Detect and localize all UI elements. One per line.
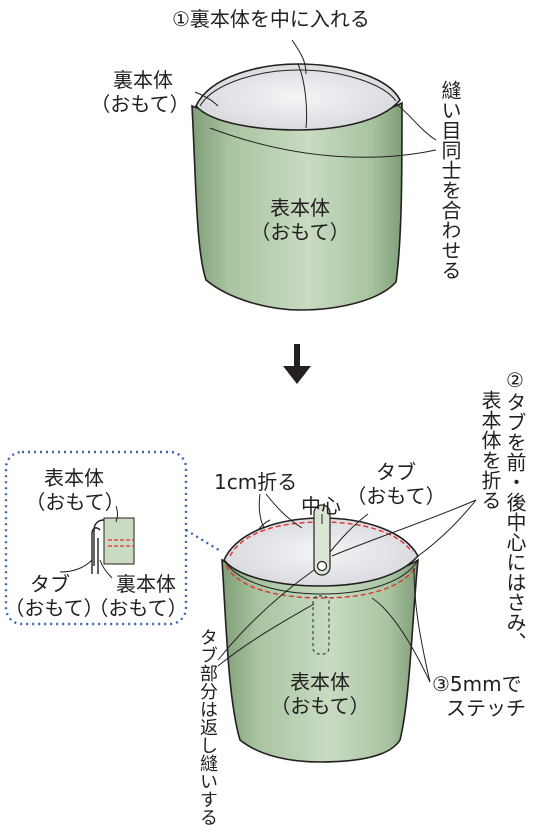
detail-box xyxy=(4,450,188,626)
bottom-outer-label-1: 表本体 xyxy=(290,670,350,694)
tab-snap xyxy=(316,560,328,572)
detail-inner-label-1: 裏本体 xyxy=(116,572,176,596)
leader-fold-b xyxy=(265,493,303,529)
top-inner-label-1: 裏本体 xyxy=(113,68,173,92)
bottom-bag-outer-body xyxy=(221,558,419,763)
tab-hidden-front xyxy=(312,595,330,655)
leader-stitch-a xyxy=(371,597,431,683)
leader-backstitch-b xyxy=(217,603,315,667)
center-label: 中心 xyxy=(301,494,341,518)
step1-label: ①裏本体を中に入れる xyxy=(172,7,370,31)
bottom-bag-fold-band xyxy=(223,559,419,595)
detail-leader-outer xyxy=(115,505,118,523)
detail-outer-label-2: （おもて） xyxy=(25,490,125,514)
top-outer-label-1: 表本体 xyxy=(270,196,330,220)
top-bag-rim-inner xyxy=(199,69,397,107)
tab-label-2: （おもて） xyxy=(346,484,446,508)
backstitch-label: タブ部分は返し縫いする xyxy=(197,628,218,826)
top-bag-lining xyxy=(195,63,401,131)
detail-inner-label-2: （おもて） xyxy=(88,596,188,620)
stitch-line-bottom xyxy=(225,565,417,599)
stitch-label-2: ステッチ xyxy=(446,696,526,720)
bottom-bag xyxy=(221,504,419,763)
tab-strip xyxy=(313,504,331,576)
top-seam-line xyxy=(297,63,308,129)
top-bag xyxy=(191,63,403,311)
down-arrow xyxy=(283,344,311,384)
leader-step2-a xyxy=(331,499,477,557)
top-inner-label-2: （おもて） xyxy=(90,92,190,116)
detail-tab-label-1: タブ xyxy=(30,572,70,596)
top-leader-seam2 xyxy=(209,127,437,158)
top-outer-label-2: （おもて） xyxy=(250,220,350,244)
leader-backstitch-a xyxy=(217,569,315,661)
detail-illustration xyxy=(91,517,135,574)
step2-label-2: 表本体を折る xyxy=(478,390,502,510)
tab-label-1: タブ xyxy=(376,460,416,484)
stitch-label-1: ③5mmで xyxy=(432,672,522,696)
stitch-line-top xyxy=(229,521,413,557)
top-leader-seam1 xyxy=(395,103,437,141)
top-leader-lining xyxy=(194,91,219,107)
detail-outer-panel xyxy=(103,517,135,565)
illustration xyxy=(4,39,477,763)
bottom-outer-label-2: （おもて） xyxy=(270,694,370,718)
leader-stitch-b xyxy=(413,567,431,683)
fold-label: 1cm折る xyxy=(214,470,298,494)
leader-fold-a xyxy=(258,493,265,529)
detail-folded-edge xyxy=(93,519,105,566)
detail-leader-inner xyxy=(99,559,113,579)
step2-label-1: ②タブを前・後中心にはさみ、 xyxy=(503,368,527,652)
detail-tab-label-2: （おもて） xyxy=(4,596,104,620)
detail-leader-tab xyxy=(59,559,93,573)
detail-tab-loop xyxy=(91,527,101,574)
leader-fold-1 xyxy=(257,519,271,531)
seams-label: 縫い目同士を合わせる xyxy=(438,80,462,280)
detail-outer-label-1: 表本体 xyxy=(44,466,104,490)
detail-connector xyxy=(185,528,223,554)
leader-step2-b xyxy=(417,499,477,557)
top-leader-step1 xyxy=(291,39,307,75)
leader-tab xyxy=(329,513,369,553)
